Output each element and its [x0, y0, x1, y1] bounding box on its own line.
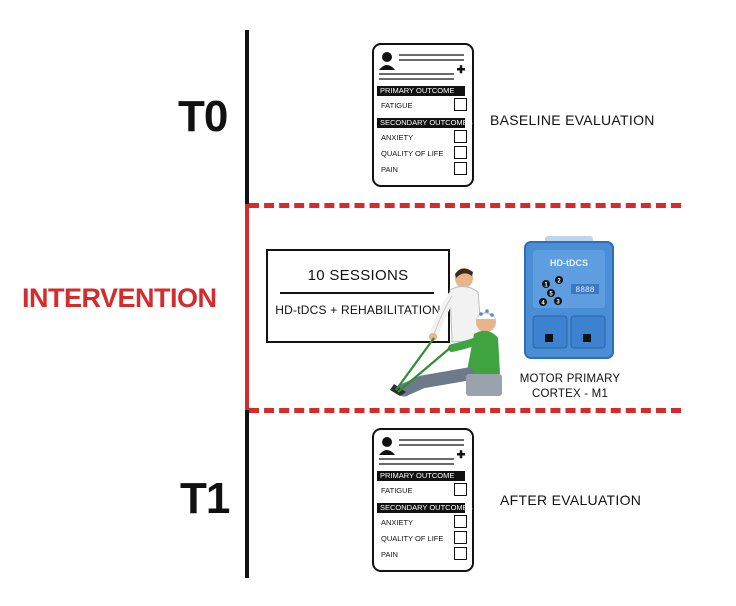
primary-outcome-header: PRIMARY OUTCOME	[377, 86, 465, 96]
device-caption-line1: MOTOR PRIMARY	[519, 373, 621, 385]
electrode-layout	[539, 276, 563, 306]
secondary-item-pain: PAIN	[381, 550, 398, 559]
pain-checkbox[interactable]	[454, 547, 467, 560]
primary-item-fatigue: FATIGUE	[381, 486, 413, 495]
anxiety-checkbox[interactable]	[454, 515, 467, 528]
t1-label: T1	[180, 474, 230, 523]
primary-item-fatigue: FATIGUE	[381, 101, 413, 110]
sessions-title: 10 SESSIONS	[307, 267, 409, 284]
timeline-axis-top	[245, 30, 249, 206]
device-caption: MOTOR PRIMARY CORTEX - M1	[508, 372, 632, 402]
secondary-outcomes-header: SECONDARY OUTCOMES	[377, 118, 473, 128]
sessions-subtitle: HD-tDCS + REHABILITATION	[275, 303, 441, 317]
electrode-number: 5	[549, 292, 553, 298]
card-header	[379, 437, 465, 465]
tdcs-device: HD-tDCS 8888 1 2 3 45	[524, 236, 614, 359]
electrode-number: 1	[544, 283, 548, 289]
secondary-item-quality-of-life: QUALITY OF LIFE	[381, 149, 444, 158]
secondary-item-anxiety: ANXIETY	[381, 133, 414, 142]
device-display: 8888	[575, 286, 594, 295]
device-screen-label: HD-tDCS	[550, 258, 588, 268]
t0-label: T0	[178, 92, 228, 141]
pain-checkbox[interactable]	[454, 162, 467, 175]
secondary-item-anxiety: ANXIETY	[381, 518, 414, 527]
plus-icon	[457, 65, 465, 74]
primary-outcome-header: PRIMARY OUTCOME	[377, 471, 465, 481]
sessions-divider	[280, 292, 434, 294]
plus-icon	[457, 450, 465, 459]
intervention-bottom-line	[249, 408, 681, 413]
timeline-axis-bottom	[245, 410, 249, 578]
secondary-item-quality-of-life: QUALITY OF LIFE	[381, 534, 444, 543]
intervention-top-line	[249, 203, 681, 208]
patient-figure	[390, 309, 502, 397]
intervention-label: INTERVENTION	[22, 283, 217, 313]
electrode-number: 4	[541, 301, 545, 307]
rehabilitation-illustration	[390, 268, 502, 397]
quality-of-life-checkbox[interactable]	[454, 146, 467, 159]
clinician-figure	[429, 268, 483, 343]
secondary-item-pain: PAIN	[381, 165, 398, 174]
intervention-bracket	[245, 204, 249, 412]
quality-of-life-checkbox[interactable]	[454, 531, 467, 544]
card-header	[379, 52, 465, 80]
anxiety-checkbox[interactable]	[454, 130, 467, 143]
fatigue-checkbox[interactable]	[454, 98, 467, 111]
after-evaluation-caption: AFTER EVALUATION	[500, 492, 642, 508]
secondary-outcomes-header: SECONDARY OUTCOMES	[377, 503, 473, 513]
fatigue-checkbox[interactable]	[454, 483, 467, 496]
after-evaluation-card: PRIMARY OUTCOME FATIGUE SECONDARY OUTCOM…	[372, 428, 474, 572]
device-caption-line2: CORTEX - M1	[531, 388, 609, 400]
user-icon	[379, 437, 395, 455]
resistance-band	[395, 337, 451, 393]
electrode-number: 3	[556, 300, 560, 306]
electrode-number: 2	[557, 279, 561, 285]
baseline-evaluation-caption: BASELINE EVALUATION	[490, 112, 655, 128]
sessions-box: 10 SESSIONS HD-tDCS + REHABILITATION	[266, 249, 450, 343]
user-icon	[379, 52, 395, 70]
baseline-evaluation-card: PRIMARY OUTCOME FATIGUE SECONDARY OUTCOM…	[372, 43, 474, 187]
